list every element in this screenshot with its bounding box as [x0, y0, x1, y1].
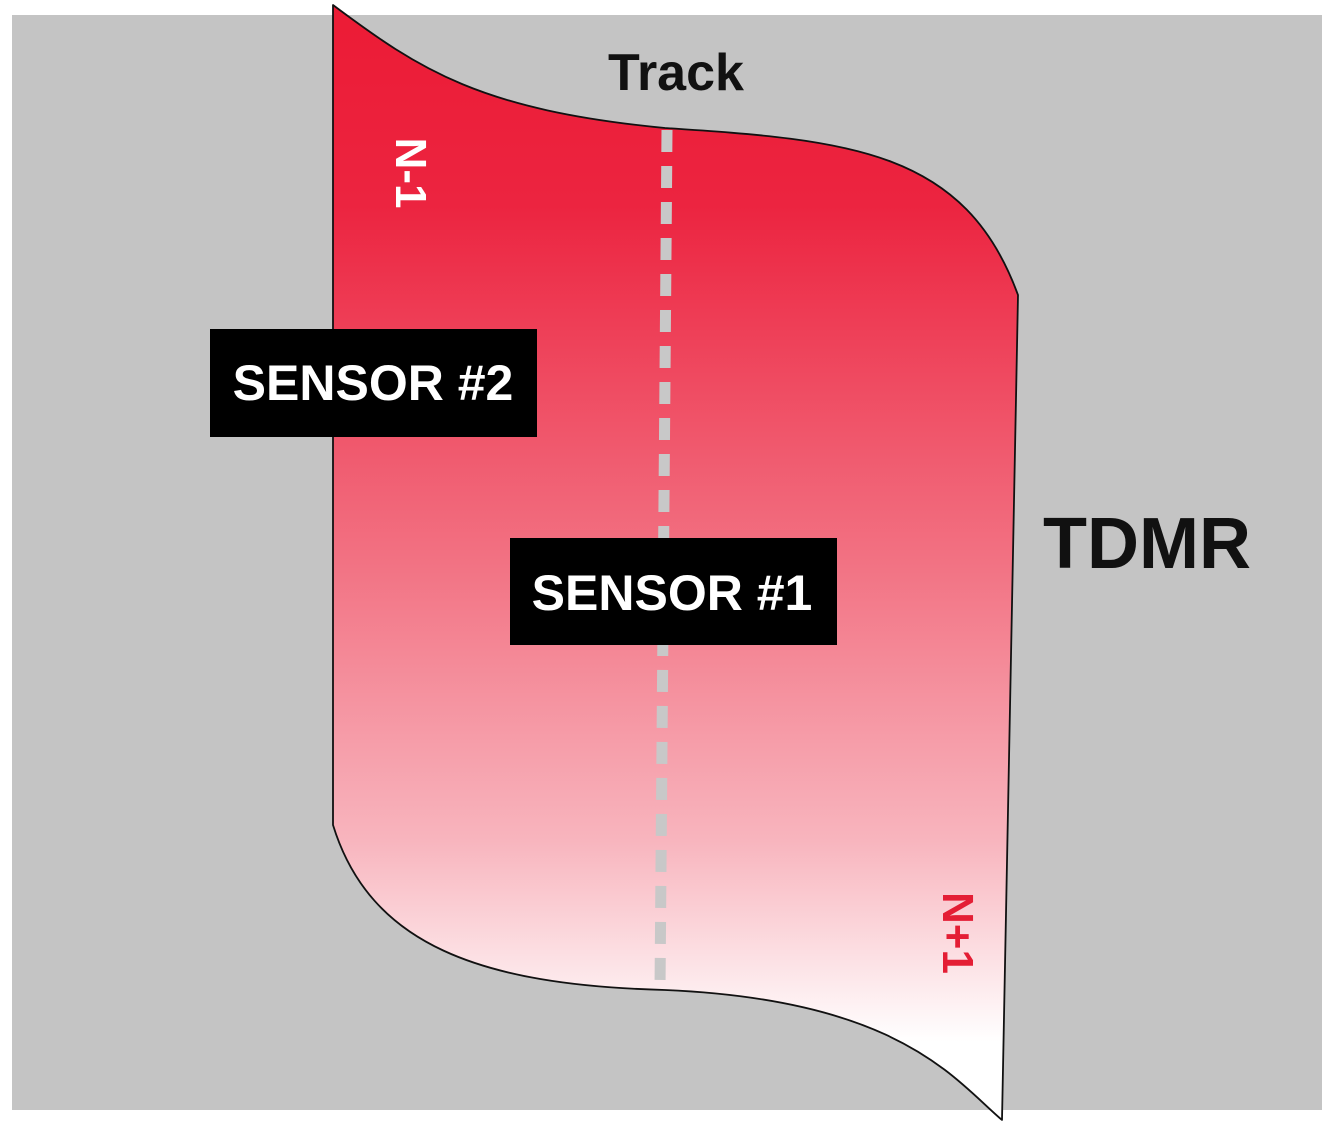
- track-label: Track: [608, 44, 744, 102]
- sensor-2-label: SENSOR #2: [233, 355, 514, 411]
- tdmr-label: TDMR: [1043, 504, 1251, 584]
- sensor-2-background: [210, 329, 537, 437]
- track-prev-label: N-1: [386, 138, 435, 209]
- sensor-1-background: [510, 538, 837, 645]
- sensor-2-box: SENSOR #2: [210, 329, 537, 437]
- sensor-1-label: SENSOR #1: [532, 565, 813, 621]
- track-next-label: N+1: [933, 892, 982, 974]
- sensor-1-box: SENSOR #1: [510, 538, 837, 645]
